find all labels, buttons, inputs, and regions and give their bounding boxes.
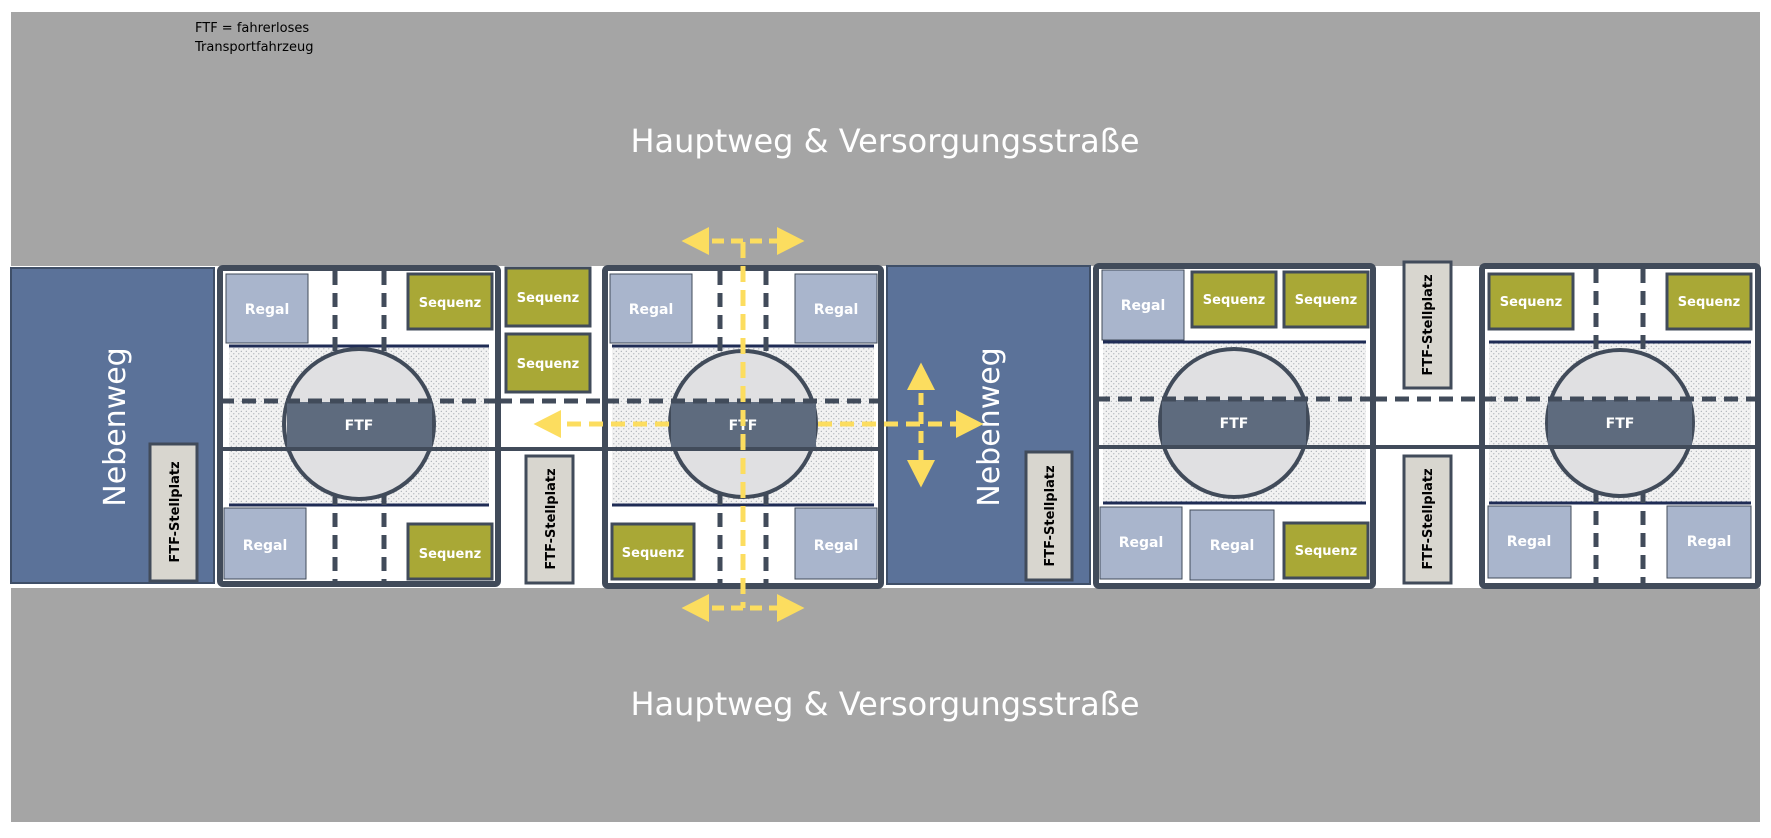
rack-label: Regal xyxy=(1121,298,1166,314)
agv-label: FTF xyxy=(345,418,374,434)
sequence-label: Sequenz xyxy=(517,357,579,372)
agv-label: FTF xyxy=(1220,416,1249,432)
side-path-label: Nebenweg xyxy=(972,347,1007,506)
rack-label: Regal xyxy=(629,302,674,318)
main-road-label-top: Hauptweg & Versorgungsstraße xyxy=(630,122,1139,160)
sequence-label: Sequenz xyxy=(1203,293,1265,308)
rack-label: Regal xyxy=(814,302,859,318)
parking-label: FTF-Stellplatz xyxy=(1421,468,1436,569)
gap-2: FTF-Stellplatz FTF-Stellplatz xyxy=(1373,260,1482,585)
sequence-label: Sequenz xyxy=(622,546,684,561)
sequence-label: Sequenz xyxy=(1295,544,1357,559)
gap-1: Sequenz Sequenz FTF-Stellplatz xyxy=(498,266,605,585)
workstation-3: FTF Regal Sequenz Sequenz Regal Regal Se… xyxy=(1093,263,1376,589)
rack-label: Regal xyxy=(814,538,859,554)
rack-label: Regal xyxy=(245,302,290,318)
rack-label: Regal xyxy=(1687,534,1732,550)
parking-label: FTF-Stellplatz xyxy=(1421,274,1436,375)
sequence-label: Sequenz xyxy=(517,291,579,306)
legend-line-1: FTF = fahrerloses xyxy=(195,21,309,36)
movement-arrows xyxy=(533,227,984,622)
main-road-label-bottom: Hauptweg & Versorgungsstraße xyxy=(630,685,1139,723)
sequence-label: Sequenz xyxy=(419,296,481,311)
agv-label: FTF xyxy=(1606,416,1635,432)
sequence-label: Sequenz xyxy=(1678,295,1740,310)
parking-label: FTF-Stellplatz xyxy=(1043,465,1058,566)
parking-label: FTF-Stellplatz xyxy=(168,461,183,562)
sequence-label: Sequenz xyxy=(1500,295,1562,310)
workstation-1: FTF Regal Regal Sequenz Sequenz xyxy=(217,265,501,587)
sequence-label: Sequenz xyxy=(419,547,481,562)
rack-label: Regal xyxy=(1507,534,1552,550)
side-path-label: Nebenweg xyxy=(98,347,133,506)
rack-label: Regal xyxy=(243,538,288,554)
workstation-4: FTF Sequenz Sequenz Regal Regal xyxy=(1479,263,1761,589)
rack-label: Regal xyxy=(1210,538,1255,554)
legend-line-2: Transportfahrzeug xyxy=(194,40,313,55)
rack-label: Regal xyxy=(1119,535,1164,551)
parking-label: FTF-Stellplatz xyxy=(544,468,559,569)
side-path-1: Nebenweg FTF-Stellplatz xyxy=(10,267,215,584)
sequence-label: Sequenz xyxy=(1295,293,1357,308)
